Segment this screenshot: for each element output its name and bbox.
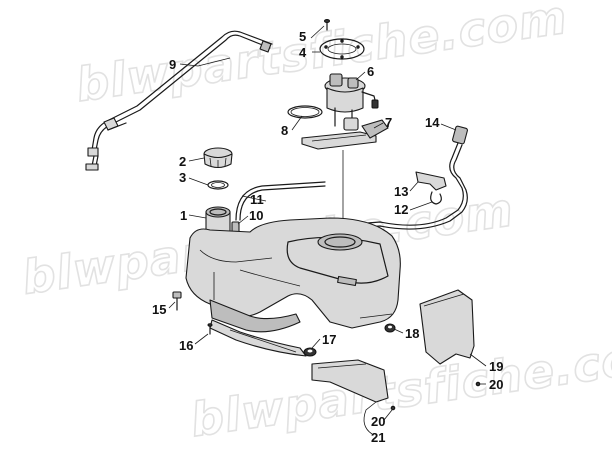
vent-hose	[85, 30, 273, 171]
retainer-screw	[324, 19, 330, 31]
watermark-top: blwpartsfiche.com	[73, 0, 571, 112]
callout-2: 2	[179, 154, 186, 169]
screw-20-lower	[390, 405, 396, 411]
callout-13: 13	[394, 184, 408, 199]
fuel-cap	[203, 147, 233, 169]
callout-5: 5	[299, 29, 306, 44]
pump-o-ring	[287, 105, 323, 119]
callout-20-lower: 20	[371, 414, 385, 429]
callout-labels: 1 2 3 4 5 6 7 8 9 10 11 12 13 14 15 16 1…	[152, 29, 503, 445]
callout-4: 4	[299, 45, 307, 60]
callout-18: 18	[405, 326, 419, 341]
callout-1: 1	[180, 208, 187, 223]
heat-shield-21	[311, 359, 389, 403]
callout-21: 21	[371, 430, 385, 445]
callout-17: 17	[322, 332, 336, 347]
callout-9: 9	[169, 57, 176, 72]
callout-7: 7	[385, 115, 392, 130]
pump-retainer-ring	[319, 38, 365, 60]
tank-strap	[209, 319, 307, 357]
grommet-18	[384, 323, 396, 333]
callout-16: 16	[179, 338, 193, 353]
fuel-tank	[185, 217, 401, 333]
callout-14: 14	[425, 115, 440, 130]
cap-gasket	[207, 180, 229, 190]
fuel-level-sender	[301, 119, 389, 150]
screw-16	[207, 323, 213, 335]
callout-15: 15	[152, 302, 166, 317]
callout-19: 19	[489, 359, 503, 374]
callout-3: 3	[179, 170, 186, 185]
grommet-17	[303, 347, 317, 357]
screw-20-upper	[475, 381, 481, 387]
overflow-hose	[235, 181, 326, 221]
callout-8: 8	[281, 123, 288, 138]
callout-20-upper: 20	[489, 377, 503, 392]
vent-fitting	[231, 221, 240, 233]
bolt-15	[172, 291, 182, 311]
callout-6: 6	[367, 64, 374, 79]
heat-shield-19	[419, 289, 475, 365]
fuel-pump-assembly	[324, 73, 379, 131]
callout-11: 11	[250, 192, 264, 207]
leader-lines	[168, 25, 487, 435]
callout-12: 12	[394, 202, 408, 217]
callout-10: 10	[249, 208, 263, 223]
